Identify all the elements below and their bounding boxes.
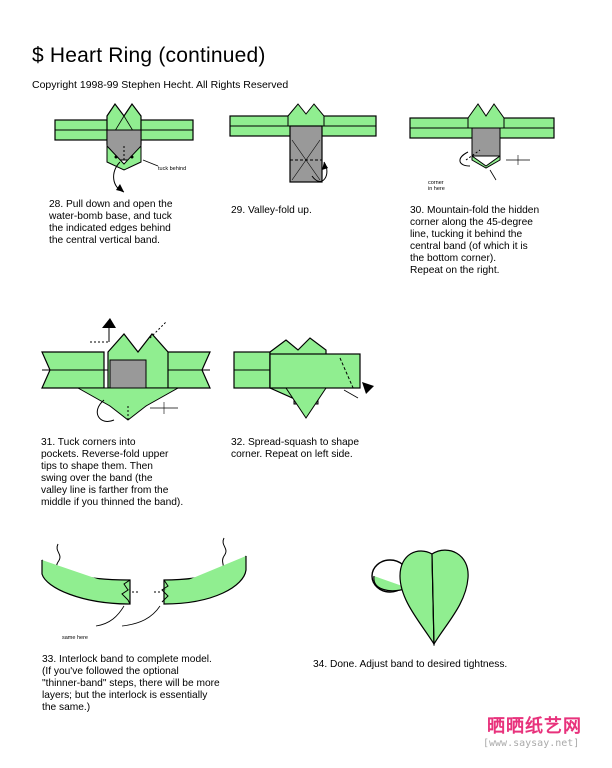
step-32-caption: 32. Spread-squash to shape corner. Repea…	[231, 437, 360, 460]
step-34-diagram	[371, 549, 469, 647]
step-31-caption: 31. Tuck corners into pockets. Reverse-f…	[41, 437, 184, 508]
tuck-behind-label: tuck behind	[158, 166, 187, 172]
same-here-label: same here	[62, 635, 88, 641]
watermark-site-name: 晒晒纸艺网	[487, 716, 582, 737]
corner-in-here-label: corner in here	[428, 180, 445, 192]
page-title: $ Heart Ring (continued)	[32, 44, 266, 67]
step-30-caption: 30. Mountain-fold the hidden corner alon…	[410, 205, 540, 276]
step-29-diagram	[229, 103, 377, 183]
step-33-diagram	[41, 537, 247, 627]
step-34-caption: 34. Done. Adjust band to desired tightne…	[313, 659, 508, 670]
step-31-diagram	[41, 318, 211, 422]
step-28-diagram	[54, 102, 194, 193]
copyright-notice: Copyright 1998-99 Stephen Hecht. All Rig…	[32, 79, 289, 91]
step-28-caption: 28. Pull down and open the water-bomb ba…	[49, 199, 173, 246]
step-29-caption: 29. Valley-fold up.	[231, 205, 312, 216]
step-33-caption: 33. Interlock band to complete model. (I…	[42, 654, 220, 713]
step-30-diagram	[409, 103, 555, 181]
step-32-diagram	[233, 337, 374, 419]
watermark-url: [www.saysay.net]	[483, 738, 580, 749]
